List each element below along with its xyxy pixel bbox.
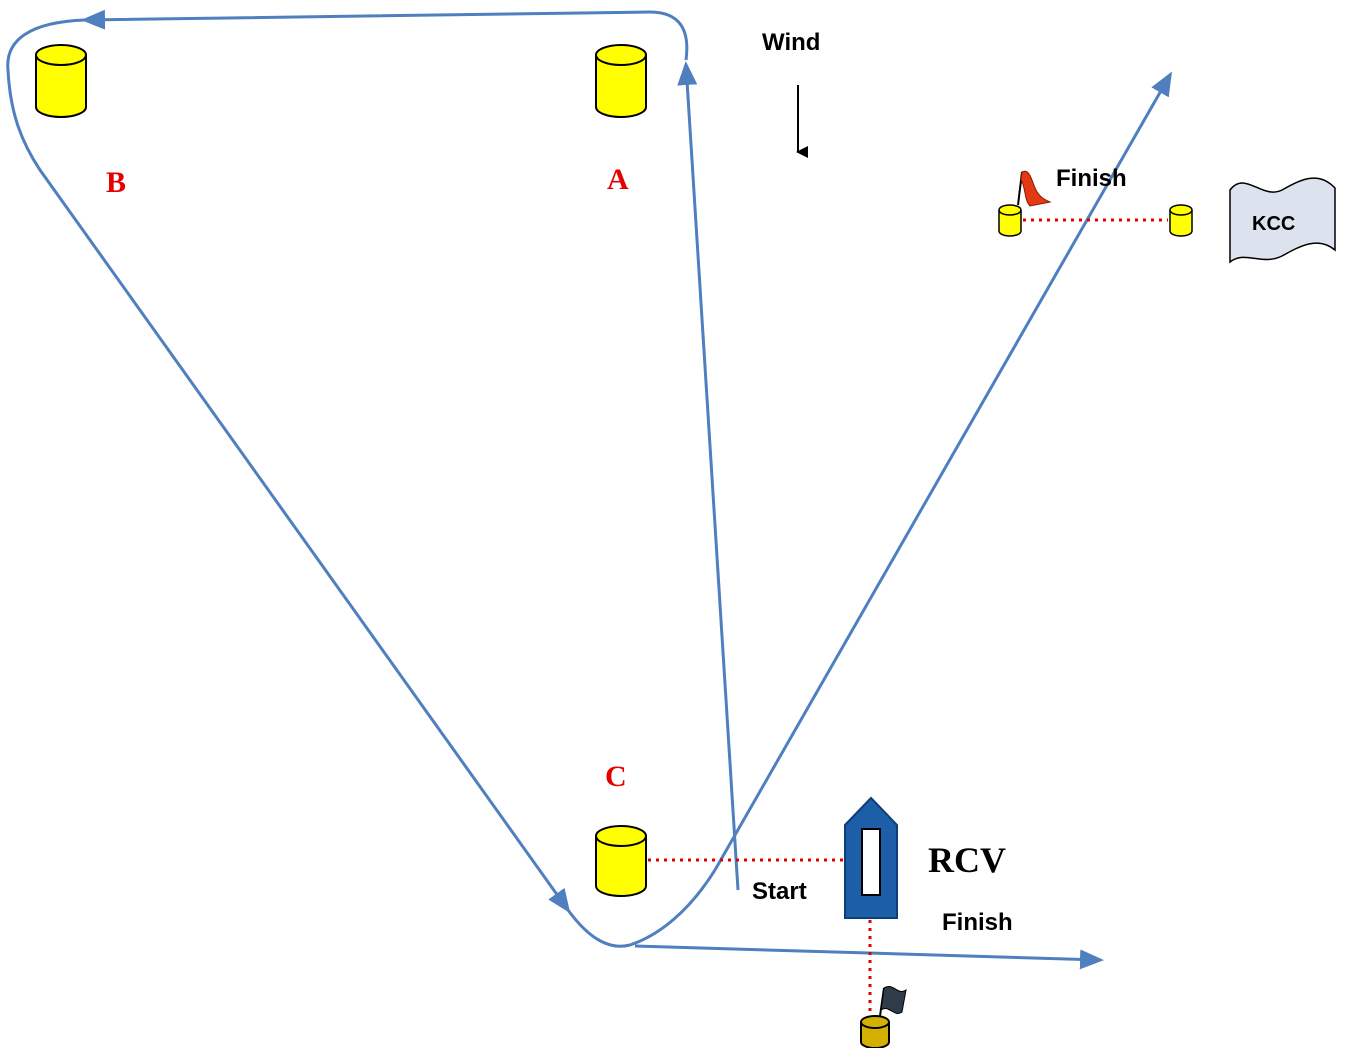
- rcv-boat-icon: [844, 796, 898, 919]
- finish-top-label: Finish: [1056, 165, 1127, 192]
- wind-label: Wind: [762, 29, 820, 56]
- dark-flag-icon: [879, 986, 907, 1017]
- course-line-to-top-finish: [713, 71, 1172, 871]
- mark-a-label: A: [607, 163, 629, 196]
- start-label: Start: [752, 878, 807, 905]
- red-flag-icon: [1017, 170, 1052, 207]
- rcv-label: RCV: [928, 840, 1006, 880]
- kcc-label: KCC: [1252, 213, 1295, 235]
- course-line-b-to-c: [6, 18, 571, 914]
- buoy-a-icon: [595, 44, 647, 118]
- course-line-rounding-c: [566, 869, 717, 948]
- course-line-start-to-a: [677, 61, 740, 891]
- pin-buoy-icon: [860, 1015, 890, 1048]
- finish-buoy-left-icon: [998, 204, 1022, 237]
- kcc-document-icon: [1229, 177, 1336, 264]
- mark-b-label: B: [106, 166, 126, 199]
- finish-buoy-right-icon: [1169, 204, 1193, 237]
- course-line-to-bottom-finish: [634, 944, 1104, 970]
- buoy-c-icon: [595, 825, 647, 897]
- buoy-b-icon: [35, 44, 87, 118]
- course-line-a-to-b: [81, 9, 689, 61]
- finish-bottom-label: Finish: [942, 909, 1013, 936]
- mark-c-label: C: [605, 760, 627, 793]
